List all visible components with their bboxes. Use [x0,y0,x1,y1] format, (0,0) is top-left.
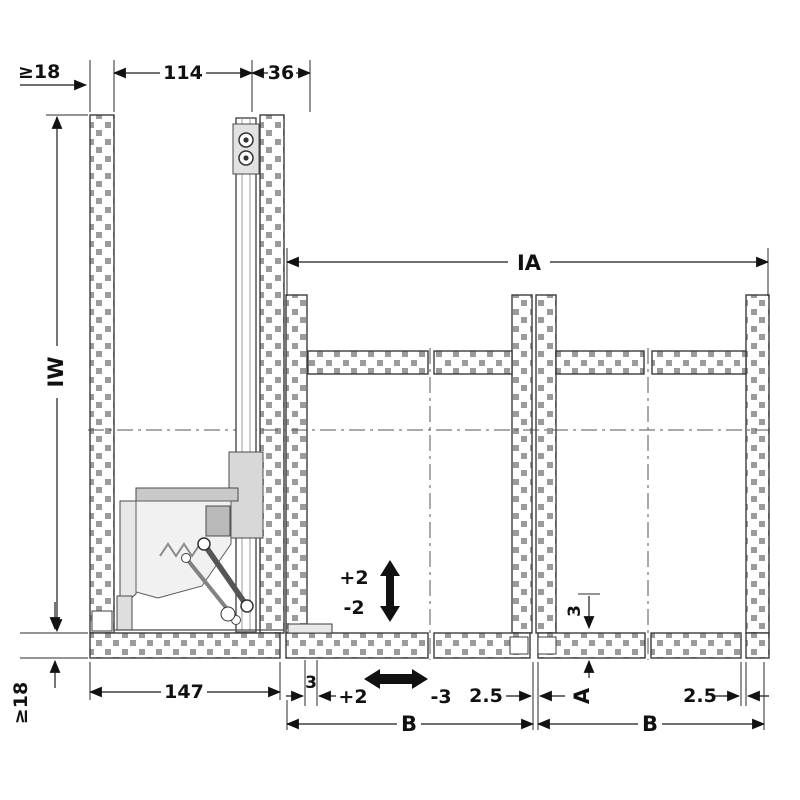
adjust-v-plus-label: +2 [339,567,368,589]
cabinet-panels [89,114,770,634]
dimension-annotations: ≥18 114 36 IA IW ≥18 [10,60,770,736]
pivot-2 [240,599,254,613]
pullout-front-panel [259,114,285,634]
dim-114-label: 114 [163,62,203,84]
dim-min-top-label: ≥18 [18,61,60,83]
dim-b-left-label: B [401,712,417,736]
mechanism-cam [205,505,231,537]
lever-arm-1 [201,541,250,609]
left-bottom-connector [91,610,113,632]
dim-a-label: A [570,687,594,704]
dim-min-bottom-label: ≥18 [10,682,32,724]
top-rail-4 [651,350,747,375]
bottom-rails [89,610,770,659]
centerlines [88,348,770,660]
dim-25-right-label: 2.5 [683,685,717,707]
dim-147-label: 147 [164,681,204,703]
adjust-v-minus-label: -2 [343,597,364,619]
dim-b-right-label: B [642,712,658,736]
adjust-h-plus-label: +2 [338,686,367,708]
divider-panel-1 [285,294,308,634]
dim-3-bottom-label: 3 [305,673,317,693]
mechanism-foot [116,595,133,631]
pivot-1 [197,537,211,551]
pivot-3 [181,553,191,563]
dim-iw-label: IW [44,357,68,388]
aluminium-rail-profile [235,117,257,633]
bottom-rail-1 [89,632,281,659]
pull-out-mechanism [114,117,284,633]
right-side-panel [745,294,770,634]
dim-3-right-label: 3 [565,605,585,617]
bottom-rail-2 [285,632,429,659]
mid-divider-panel-a [511,294,533,634]
dim-ia-label: IA [517,251,542,275]
dim-36-label: 36 [268,62,294,84]
panel-connector-b [537,636,557,655]
mechanism-side-plate [119,500,137,610]
spring [159,542,201,558]
mechanism-top-plate [135,487,239,502]
bottom-rail-6 [745,632,770,659]
bottom-rail-5 [650,632,742,659]
top-rail-2 [433,350,513,375]
top-rail-3 [555,350,645,375]
roller [220,606,236,622]
vertical-adjustment-arrow-icon [380,560,400,622]
top-rail-1 [307,350,429,375]
dim-25-mid-label: 2.5 [469,685,503,707]
top-rails [307,350,747,375]
panel-connector-a [509,636,529,655]
left-side-panel [89,114,115,634]
mid-divider-panel-b [535,294,557,634]
adjust-h-minus-label: -3 [430,686,451,708]
adjuster-block [287,623,333,634]
horizontal-adjustment-arrow-icon [364,669,428,689]
rail-top-mount [232,123,260,175]
